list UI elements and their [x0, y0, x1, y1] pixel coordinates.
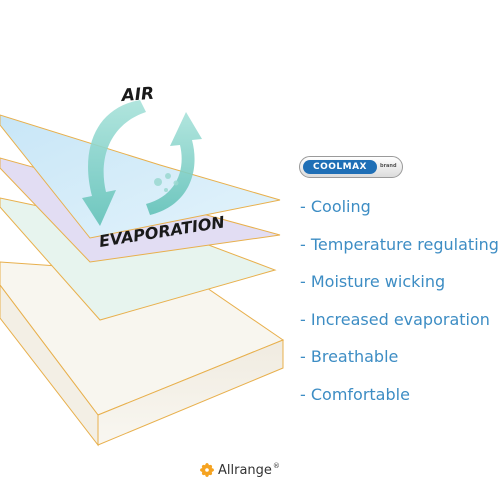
- brand-name: Allrange: [218, 462, 272, 478]
- flower-logo-icon: [200, 463, 214, 477]
- air-down-arrow: [82, 100, 146, 226]
- vapor-bubbles: [154, 173, 179, 192]
- brand-registered-mark: ®: [272, 462, 280, 470]
- coolmax-label: COOLMAX: [312, 162, 367, 172]
- coolmax-pill: COOLMAX: [303, 160, 377, 174]
- feature-list: - Cooling - Temperature regulating - Moi…: [300, 196, 499, 421]
- feature-item: - Increased evaporation: [300, 309, 490, 329]
- feature-item: - Temperature regulating: [300, 234, 499, 254]
- brand-logo: Allrange ®: [200, 460, 280, 480]
- top-coolmax-layer: [0, 114, 281, 239]
- coolmax-sub: brand: [380, 163, 397, 169]
- feature-item: - Breathable: [300, 347, 399, 366]
- feature-item: - Cooling: [300, 197, 371, 216]
- coolmax-logo-icon: COOLMAX brand: [299, 156, 403, 178]
- foam-layer: [0, 261, 285, 447]
- feature-item: - Comfortable: [300, 384, 410, 404]
- evaporation-up-arrow: [146, 112, 202, 215]
- feature-item: - Moisture wicking: [300, 272, 446, 291]
- air-label: AIR: [119, 84, 155, 106]
